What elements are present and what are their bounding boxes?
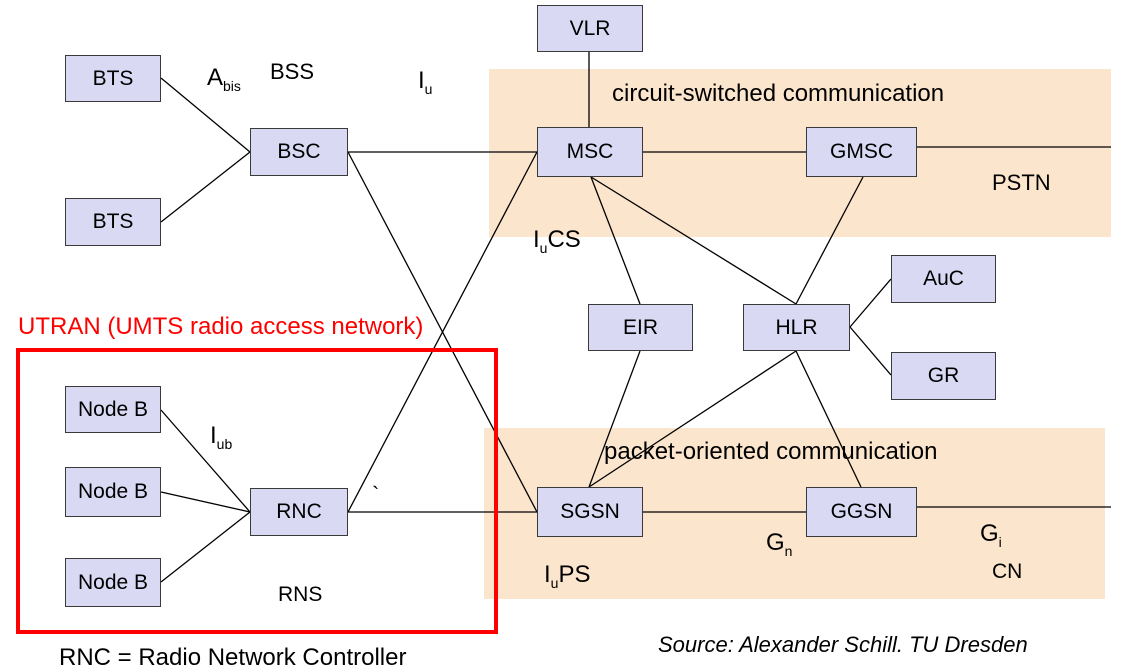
node-gmsc: GMSC <box>806 127 917 177</box>
node-gr: GR <box>891 352 996 400</box>
link-nodeb1-rnc <box>160 409 251 513</box>
link-bts-bsc-top <box>160 77 251 153</box>
link-msc-hlr <box>590 176 797 305</box>
iucs-suffix: CS <box>547 226 581 253</box>
gi-sub: i <box>998 534 1002 550</box>
link-hlr-sgsn <box>588 350 797 488</box>
node-bts-bottom: BTS <box>65 198 161 246</box>
node-vlr: VLR <box>537 5 643 52</box>
node-b-3: Node B <box>65 558 161 607</box>
packet-oriented-label: packet-oriented communication <box>604 438 938 465</box>
gi-main: G <box>980 520 999 547</box>
iups-main: I <box>544 561 551 588</box>
link-hlr-ggsn <box>795 350 862 488</box>
gi-interface-label: Gi <box>980 520 1002 550</box>
gn-interface-label: Gn <box>766 529 792 559</box>
link-nodeb3-rnc <box>160 511 251 583</box>
pstn-label: PSTN <box>992 170 1051 195</box>
node-b-2: Node B <box>65 467 161 517</box>
link-hlr-gr <box>849 326 892 376</box>
node-rnc: RNC <box>250 488 348 536</box>
gn-sub: n <box>784 543 793 559</box>
node-b-1: Node B <box>65 386 161 433</box>
rns-label: RNS <box>278 583 323 606</box>
link-eir-sgsn <box>588 350 641 488</box>
iucs-main: I <box>533 226 540 253</box>
utran-title: UTRAN (UMTS radio access network) <box>18 313 424 340</box>
node-ggsn: GGSN <box>806 487 917 537</box>
bss-label: BSS <box>270 59 315 84</box>
node-bts-top: BTS <box>65 55 161 102</box>
node-msc: MSC <box>537 127 643 177</box>
link-bts-bsc-bottom <box>160 151 251 223</box>
circuit-switched-label: circuit-switched communication <box>612 80 945 107</box>
link-msc-eir <box>590 176 641 305</box>
iups-sub: u <box>550 575 559 591</box>
iu-sub: u <box>424 81 433 97</box>
cn-label: CN <box>992 560 1023 583</box>
link-gmsc-hlr <box>795 176 864 305</box>
iups-suffix: PS <box>558 561 591 588</box>
node-auc: AuC <box>891 255 996 303</box>
abis-main: A <box>207 64 224 91</box>
utran-box <box>16 348 498 634</box>
node-hlr: HLR <box>743 304 850 351</box>
node-sgsn: SGSN <box>537 487 643 537</box>
abis-sub: bis <box>223 78 241 94</box>
link-hlr-auc <box>849 278 892 328</box>
iub-main: I <box>210 422 217 449</box>
iub-interface-label: Iub <box>210 422 232 452</box>
link-nodeb2-rnc <box>160 491 251 513</box>
iu-main: I <box>418 67 425 94</box>
node-bsc: BSC <box>250 128 348 176</box>
node-eir: EIR <box>588 304 693 351</box>
iups-interface-label: IuPS <box>544 561 591 591</box>
source-caption: Source: Alexander Schill. TU Dresden <box>658 632 1028 657</box>
iu-interface-label: Iu <box>418 67 432 97</box>
iub-sub: ub <box>216 436 233 452</box>
iucs-interface-label: IuCS <box>533 226 581 256</box>
tick-mark: ` <box>372 482 380 507</box>
iucs-sub: u <box>539 240 548 256</box>
gn-main: G <box>766 529 785 556</box>
link-rnc-msc <box>347 151 538 513</box>
rnc-footnote: RNC = Radio Network Controller <box>59 644 407 671</box>
abis-interface-label: Abis <box>207 64 241 94</box>
